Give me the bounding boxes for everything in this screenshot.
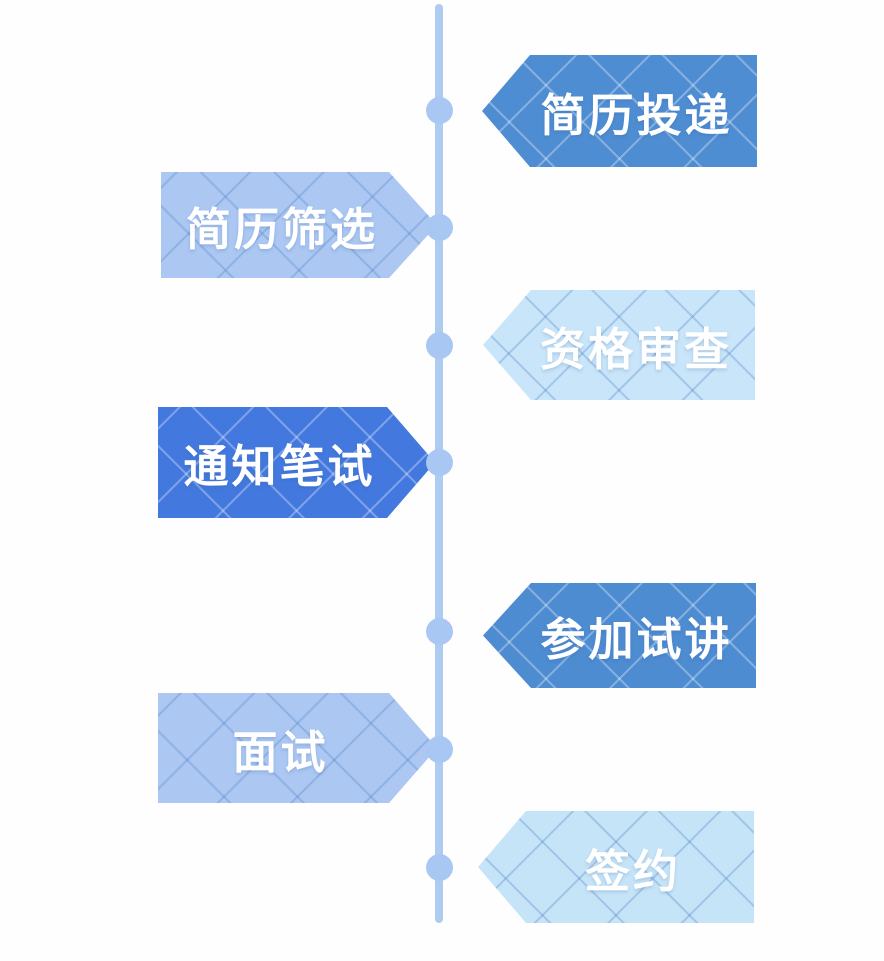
timeline-node [426, 618, 453, 645]
step-banner-resume-screening: 简历筛选 [161, 172, 437, 278]
step-banner-resume-submission: 简历投递 [482, 55, 757, 167]
step-label: 面试 [232, 726, 329, 778]
step-banner-trial-lecture: 参加试讲 [483, 583, 756, 688]
step-banner-qualification-review: 资格审查 [483, 290, 755, 400]
timeline-node [426, 97, 453, 124]
step-banner-interview: 面试 [158, 693, 437, 803]
timeline-node [426, 332, 453, 359]
timeline-node [426, 449, 453, 476]
timeline-node [426, 854, 453, 881]
step-banner-written-test-notice: 通知笔试 [158, 407, 435, 518]
step-label: 参加试讲 [540, 614, 733, 665]
step-label: 通知笔试 [183, 441, 376, 492]
step-label: 签约 [584, 845, 681, 897]
step-label: 简历投递 [540, 89, 733, 141]
step-label: 简历筛选 [185, 203, 378, 255]
step-label: 资格审查 [539, 323, 732, 375]
step-banner-signing: 签约 [478, 811, 754, 923]
timeline-node [426, 214, 453, 241]
timeline-node [426, 736, 453, 763]
